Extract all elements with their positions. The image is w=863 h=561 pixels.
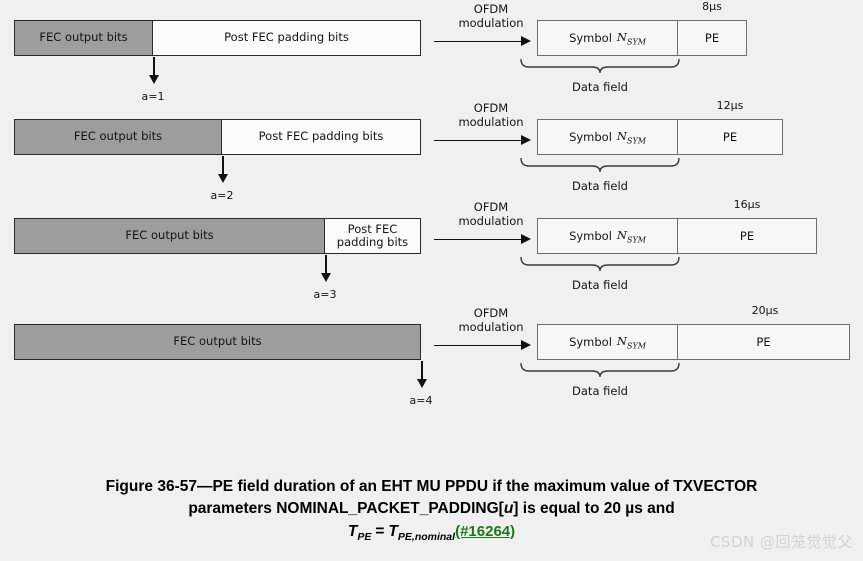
post-fec-padding-segment: Post FEC padding bits bbox=[153, 20, 421, 56]
caption-line-2-part-a: parameters NOMINAL_PACKET_PADDING[ bbox=[188, 500, 504, 518]
arrow-stem bbox=[434, 238, 524, 241]
ofdm-arrow-row-4 bbox=[434, 340, 534, 351]
figure-caption: Figure 36-57—PE field duration of an EHT… bbox=[0, 476, 863, 545]
symbol-segment: Symbol NSYM bbox=[537, 119, 678, 155]
pe-segment: PE bbox=[678, 119, 783, 155]
ppdu-bar-row-1: Symbol NSYM PE bbox=[537, 20, 747, 56]
fec-bar-row-1: FEC output bits Post FEC padding bits bbox=[14, 20, 421, 56]
symbol-segment: Symbol NSYM bbox=[537, 20, 678, 56]
diagram-row-2: FEC output bits Post FEC padding bits a=… bbox=[0, 99, 863, 204]
arrow-stem bbox=[325, 255, 327, 275]
duration-label-row-3: 16µs bbox=[733, 198, 761, 211]
data-field-brace-row-3 bbox=[520, 256, 680, 272]
fec-bar-row-3: FEC output bits Post FEC padding bits bbox=[14, 218, 421, 254]
ofdm-arrow-row-1 bbox=[434, 36, 534, 47]
arrow-stem bbox=[434, 40, 524, 43]
diagram-row-3: FEC output bits Post FEC padding bits a=… bbox=[0, 198, 863, 303]
data-field-brace-row-1 bbox=[520, 58, 680, 74]
symbol-segment: Symbol NSYM bbox=[537, 218, 678, 254]
arrow-head bbox=[521, 135, 531, 146]
pe-segment: PE bbox=[678, 218, 817, 254]
ppdu-bar-row-4: Symbol NSYM PE bbox=[537, 324, 850, 360]
a-index-label-row-1: a=1 bbox=[141, 90, 165, 103]
arrow-stem bbox=[222, 156, 224, 176]
data-field-brace-row-2 bbox=[520, 157, 680, 173]
diagram-row-1: FEC output bits Post FEC padding bits a=… bbox=[0, 0, 863, 105]
data-field-brace-row-4 bbox=[520, 362, 680, 378]
ofdm-modulation-label-row-1: OFDM modulation bbox=[458, 2, 524, 31]
csdn-watermark: CSDN @回笼觉觉父 bbox=[709, 533, 853, 551]
data-field-label-row-3: Data field bbox=[572, 278, 628, 292]
nsym-label: NSYM bbox=[616, 333, 646, 351]
ofdm-arrow-row-3 bbox=[434, 234, 534, 245]
arrow-stem bbox=[153, 57, 155, 77]
symbol-label: Symbol bbox=[569, 31, 612, 45]
symbol-label: Symbol bbox=[569, 335, 612, 349]
ppdu-bar-row-2: Symbol NSYM PE bbox=[537, 119, 783, 155]
fec-output-bits-segment: FEC output bits bbox=[14, 324, 421, 360]
duration-label-row-2: 12µs bbox=[716, 99, 744, 112]
arrow-stem bbox=[434, 139, 524, 142]
arrow-head bbox=[416, 379, 427, 388]
ofdm-modulation-label-row-3: OFDM modulation bbox=[458, 200, 524, 229]
caption-line-1: Figure 36-57—PE field duration of an EHT… bbox=[105, 478, 758, 495]
fec-output-bits-segment: FEC output bits bbox=[14, 218, 325, 254]
a-index-label-row-2: a=2 bbox=[210, 189, 234, 202]
ofdm-arrow-row-2 bbox=[434, 135, 534, 146]
post-fec-padding-segment: Post FEC padding bits bbox=[325, 218, 421, 254]
arrow-head bbox=[148, 75, 159, 84]
fec-bar-row-2: FEC output bits Post FEC padding bits bbox=[14, 119, 421, 155]
data-field-label-row-1: Data field bbox=[572, 80, 628, 94]
symbol-label: Symbol bbox=[569, 130, 612, 144]
nsym-label: NSYM bbox=[616, 128, 646, 146]
symbol-segment: Symbol NSYM bbox=[537, 324, 678, 360]
caption-line-2-part-b: ] is equal to 20 µs and bbox=[513, 500, 675, 518]
data-field-label-row-2: Data field bbox=[572, 179, 628, 193]
nsym-label: NSYM bbox=[616, 29, 646, 47]
caption-variable-u: u bbox=[503, 500, 514, 518]
ofdm-modulation-label-row-4: OFDM modulation bbox=[458, 306, 524, 335]
pe-segment: PE bbox=[678, 324, 850, 360]
fec-output-bits-segment: FEC output bits bbox=[14, 20, 153, 56]
arrow-head bbox=[521, 234, 531, 245]
formula-t-pe: TPE bbox=[347, 522, 372, 544]
arrow-head bbox=[320, 273, 331, 282]
ofdm-modulation-label-row-2: OFDM modulation bbox=[458, 101, 524, 130]
symbol-label: Symbol bbox=[569, 229, 612, 243]
a-index-label-row-4: a=4 bbox=[409, 394, 433, 407]
data-field-label-row-4: Data field bbox=[572, 384, 628, 398]
fec-bar-row-4: FEC output bits bbox=[14, 324, 421, 360]
duration-label-row-4: 20µs bbox=[751, 304, 779, 317]
arrow-stem bbox=[421, 361, 423, 381]
arrow-head bbox=[521, 36, 531, 47]
caption-line-2: parameters NOMINAL_PACKET_PADDING[u] is … bbox=[0, 498, 863, 520]
arrow-head bbox=[217, 174, 228, 183]
diagram-row-4: FEC output bits a=4 OFDM modulation Symb… bbox=[0, 304, 863, 409]
a-index-label-row-3: a=3 bbox=[313, 288, 337, 301]
post-fec-padding-segment: Post FEC padding bits bbox=[222, 119, 421, 155]
duration-label-row-1: 8µs bbox=[702, 0, 722, 13]
pe-segment: PE bbox=[678, 20, 747, 56]
arrow-head bbox=[521, 340, 531, 351]
ppdu-bar-row-3: Symbol NSYM PE bbox=[537, 218, 817, 254]
formula-t-pe-nominal: TPE,nominal bbox=[388, 522, 456, 544]
nsym-label: NSYM bbox=[616, 227, 646, 245]
arrow-stem bbox=[434, 344, 524, 347]
formula-equals: = bbox=[375, 522, 385, 540]
fec-output-bits-segment: FEC output bits bbox=[14, 119, 222, 155]
change-request-link[interactable]: (#16264) bbox=[455, 522, 516, 540]
caption-formula: TPE=TPE,nominal(#16264) bbox=[0, 521, 863, 545]
